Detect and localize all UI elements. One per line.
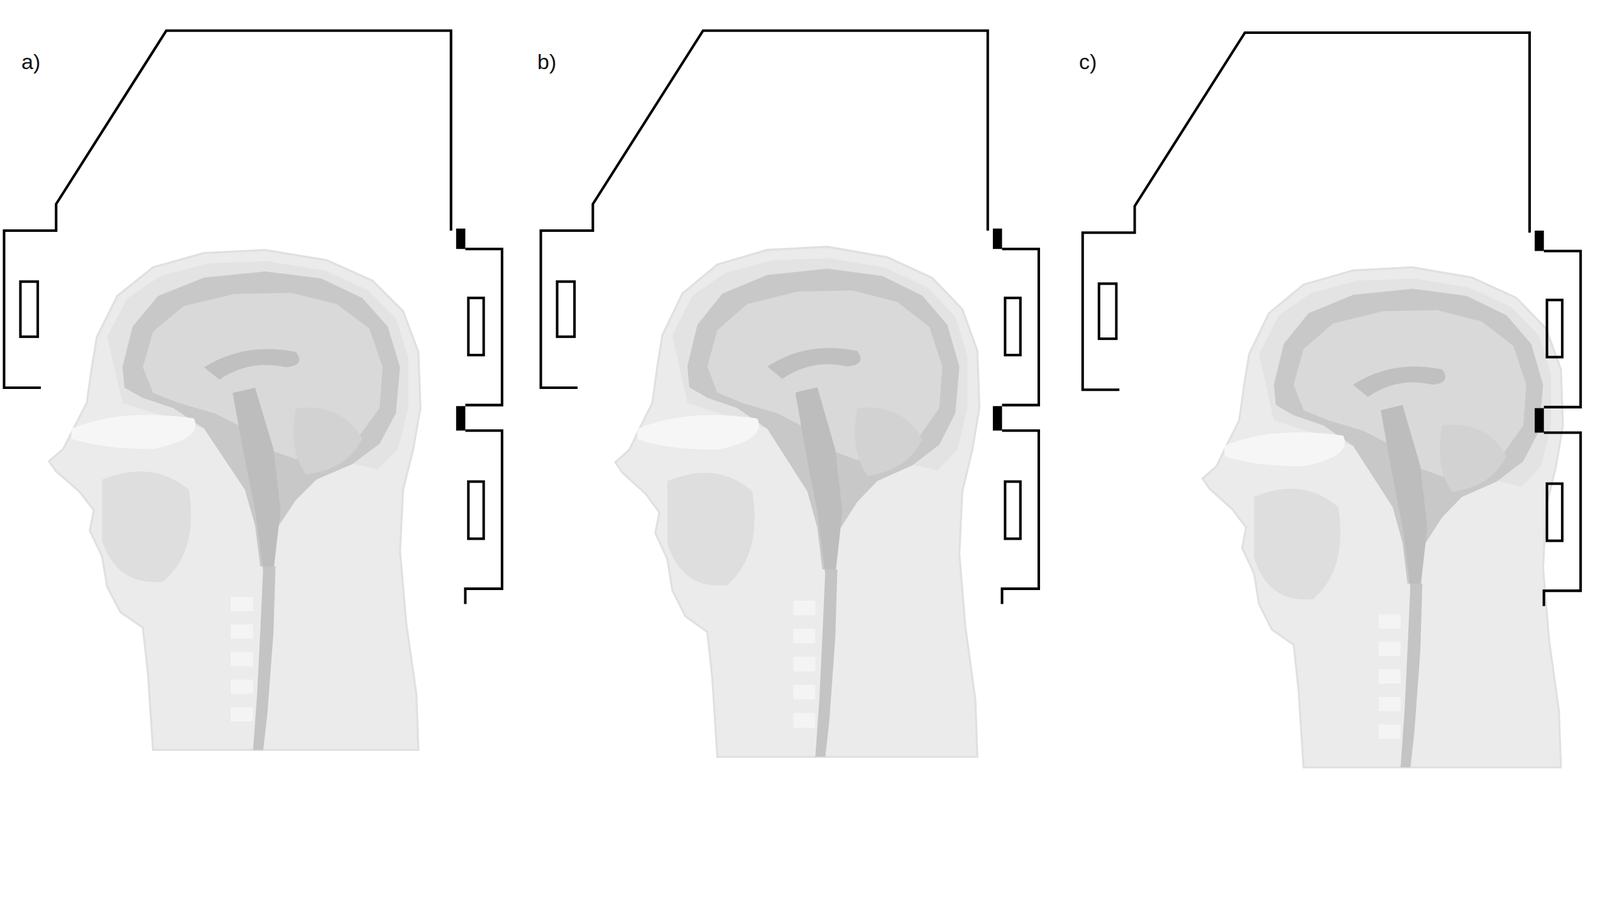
- panel-b: [541, 30, 1039, 758]
- head-model: [49, 250, 421, 751]
- coil-outline: [3, 30, 502, 605]
- panel-label: b): [537, 50, 557, 74]
- coil-block: [992, 228, 1003, 431]
- panel-a: [3, 30, 502, 751]
- coil-outline: [1082, 32, 1581, 607]
- head-model: [615, 246, 980, 758]
- coil-block: [456, 228, 466, 431]
- head-model: [1202, 267, 1563, 768]
- coil-block: [1534, 230, 1545, 433]
- coil-outline: [541, 30, 1039, 605]
- panel-label: c): [1079, 50, 1097, 74]
- panel-c: [1082, 32, 1581, 768]
- panel-label: a): [21, 50, 41, 74]
